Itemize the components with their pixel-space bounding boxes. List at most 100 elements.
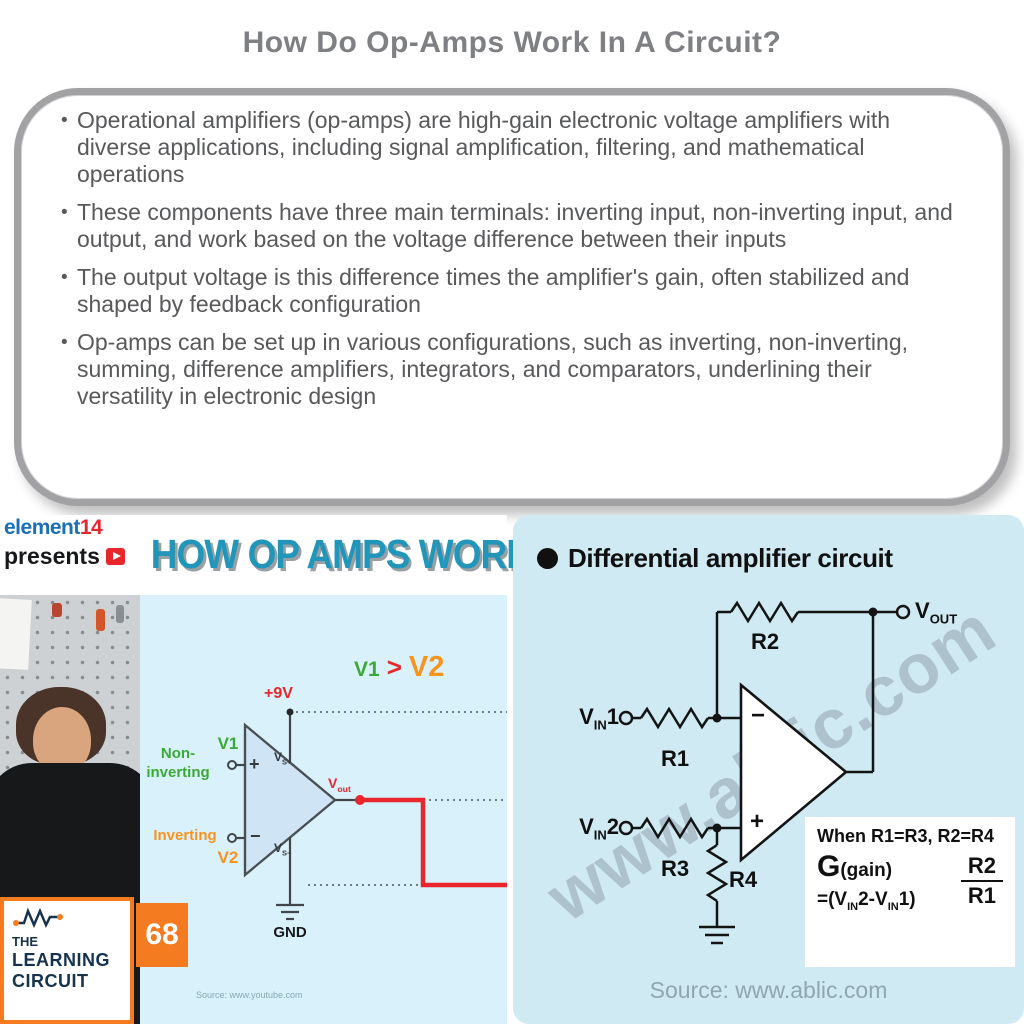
vout-sub: out — [337, 783, 351, 794]
plus-input-label: + — [750, 808, 765, 835]
vs-plus-main: V — [274, 750, 283, 764]
bullet-list: • Operational amplifiers (op-amps) are h… — [59, 107, 959, 421]
play-icon — [105, 548, 125, 565]
gnd-label: GND — [273, 924, 307, 941]
bullet-item: • The output voltage is this difference … — [59, 264, 959, 318]
logo-line-circuit: CIRCUIT — [12, 971, 89, 992]
tool-handle — [116, 605, 124, 623]
differential-circuit-drawing — [618, 600, 911, 945]
eq-part: 2-V — [858, 889, 888, 910]
vin1-terminal — [618, 710, 634, 726]
bullet-item: • Operational amplifiers (op-amps) are h… — [59, 107, 959, 188]
r2-over-r1-fraction: R2 R1 — [960, 853, 1003, 909]
bullet-text: These components have three main termina… — [77, 199, 953, 252]
resistor-r1 — [639, 706, 710, 730]
supply-label: +9V — [264, 685, 293, 702]
bullet-dot: • — [61, 267, 68, 288]
gain-symbol-line: G(gain) — [817, 850, 959, 884]
r1-label: R1 — [660, 746, 690, 771]
fraction-numerator: R2 — [960, 853, 1003, 883]
vin1-main: V — [579, 704, 594, 729]
v1-label: V1 — [217, 734, 239, 753]
v1-terminal — [227, 760, 237, 770]
logo-line-the: THE — [12, 934, 38, 949]
pegboard-paper — [0, 598, 32, 670]
ablic-source-text: Source: www.ablic.com — [649, 977, 888, 1003]
r2-label: R2 — [750, 629, 780, 654]
bullet-text: The output voltage is this difference ti… — [77, 264, 910, 317]
vs-minus-label: VS− — [274, 841, 291, 857]
vout-sub: OUT — [929, 611, 958, 627]
vin1-num: 1 — [606, 704, 619, 729]
diff-panel-title-row: Differential amplifier circuit — [537, 543, 893, 574]
diff-panel-title: Differential amplifier circuit — [568, 543, 893, 573]
vs-plus-sub: S+ — [282, 757, 292, 767]
gain-formula-row: G(gain) =(VIN2-VIN1) R2 R1 — [817, 850, 1003, 913]
presents-row: presents — [4, 543, 125, 570]
opamp-demo-diagram: +9V V1 Non-inverting Inverting V2 + − VS… — [140, 595, 507, 1024]
gain-g: G — [817, 850, 841, 883]
bullet-text: Op-amps can be set up in various configu… — [77, 329, 908, 409]
inverting-label: Inverting — [153, 827, 217, 844]
tool-handle — [52, 603, 62, 617]
resistor-r2 — [729, 600, 800, 624]
bullet-dot: • — [61, 202, 68, 223]
fraction-denominator: R1 — [967, 883, 996, 909]
vout-main: V — [915, 598, 930, 623]
summary-callout-box: • Operational amplifiers (op-amps) are h… — [14, 88, 1010, 506]
resistor-r4 — [705, 843, 729, 903]
video-thumbnail-panel: element14 presents HOW OP AMPS WORK — [0, 515, 533, 1024]
title-bullet-dot — [537, 548, 558, 569]
r4-label: R4 — [729, 867, 758, 892]
v1-greater-v2-comparison: V1 > V2 — [354, 651, 444, 684]
non-inverting-label: Non-inverting — [140, 745, 216, 783]
gain-word: (gain) — [840, 860, 893, 881]
vin2-num: 2 — [606, 814, 619, 839]
opamp-circuit-drawing — [227, 708, 507, 921]
learning-circuit-icon — [13, 907, 63, 929]
r3-label: R3 — [660, 856, 690, 881]
gain-formula-box: When R1=R3, R2=R4 G(gain) =(VIN2-VIN1) R… — [805, 817, 1015, 967]
non-inverting-line1: Non- — [160, 745, 196, 762]
vs-plus-label: VS+ — [274, 750, 291, 766]
eq-sub: IN — [887, 900, 899, 913]
vin2-label: VIN2 — [531, 814, 619, 842]
non-inverting-line2: inverting — [146, 763, 210, 781]
differential-amplifier-panel: www.ablic.com Differential amplifier cir… — [513, 515, 1024, 1024]
bullet-dot: • — [61, 332, 68, 353]
vs-minus-sub: S− — [282, 848, 292, 858]
greater-than-sign: > — [386, 652, 402, 682]
minus-input-label: − — [250, 826, 261, 846]
vout-label: VOUT — [915, 598, 957, 626]
output-square-wave — [360, 797, 507, 888]
v2-terminal — [227, 833, 237, 843]
vout-main: V — [328, 775, 338, 791]
bullet-item: • These components have three main termi… — [59, 199, 959, 253]
video-header: element14 presents HOW OP AMPS WORK — [0, 515, 533, 595]
eq-sub: IN — [847, 900, 859, 913]
brand-element-text: element — [4, 516, 80, 539]
vout-label: Vout — [328, 775, 351, 794]
logo-line-learning: LEARNING — [12, 949, 110, 970]
bullet-text: Operational amplifiers (op-amps) are hig… — [77, 107, 891, 187]
eq-part: =(V — [817, 889, 848, 910]
youtube-source-text: Source: www.youtube.com — [196, 990, 303, 1000]
presents-label: presents — [4, 543, 100, 569]
learning-circuit-logo: THE LEARNING CIRCUIT — [0, 897, 134, 1024]
presenter-face — [33, 707, 91, 773]
vin1-sub: IN — [593, 717, 607, 733]
page-title: How Do Op-Amps Work In A Circuit? — [242, 26, 782, 59]
eq-part: 1) — [898, 889, 916, 910]
minus-input-label: − — [751, 702, 766, 729]
comparison-v2: V2 — [408, 651, 445, 683]
element14-logo: element14 — [4, 516, 103, 540]
plus-input-label: + — [249, 754, 260, 774]
vin1-label: VIN1 — [531, 704, 619, 732]
video-headline: HOW OP AMPS WORK — [150, 531, 533, 577]
vin2-sub: IN — [593, 827, 607, 843]
vin2-main: V — [579, 814, 594, 839]
v2-label: V2 — [217, 848, 239, 867]
resistor-r3 — [639, 816, 710, 840]
brand-14-text: 14 — [79, 516, 103, 539]
